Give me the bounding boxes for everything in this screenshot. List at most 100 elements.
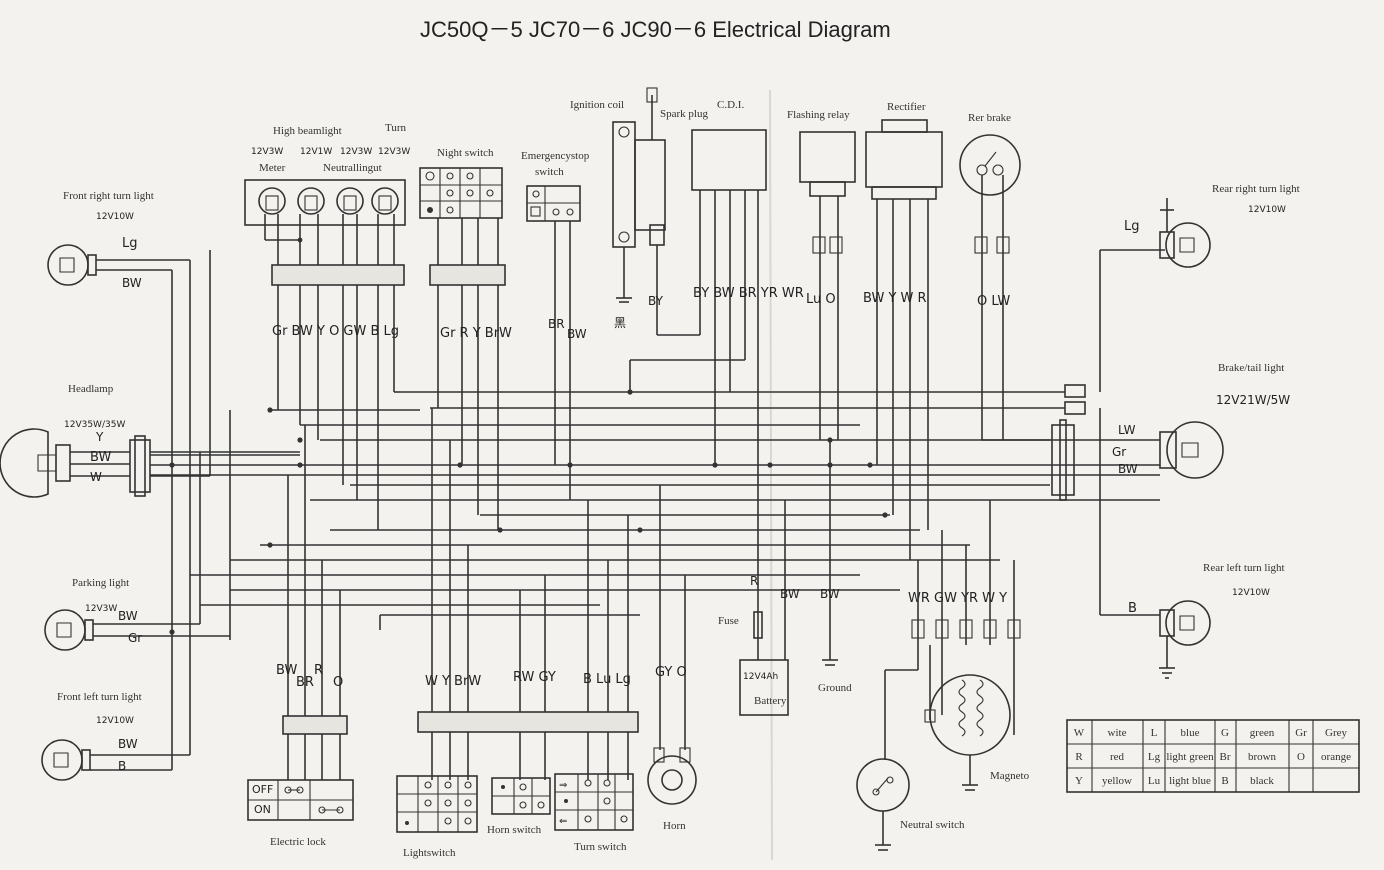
rear-right-turn-light: Rear right turn light 12V10W Lg xyxy=(1124,183,1300,268)
legend-cell: W xyxy=(1074,727,1085,739)
brake-tail-light: Brake/tail light 12V21W/5W LW Gr BW xyxy=(1051,362,1290,501)
wire-fuse-r: R xyxy=(750,574,758,588)
lock-wire-bw: BW xyxy=(276,663,297,678)
wire-rlt-b: B xyxy=(1128,601,1137,616)
magneto: WR GW YR W Y Magneto xyxy=(884,500,1030,791)
switch-wire-colors-2: RW GY xyxy=(513,670,556,685)
legend-cell: wite xyxy=(1108,727,1127,739)
wire-pk-bw: BW xyxy=(118,609,138,623)
lock-wire-o: O xyxy=(333,675,343,690)
cdi-label: C.D.I. xyxy=(717,99,744,111)
wire-btl-gr: Gr xyxy=(1112,445,1126,459)
parking-light-spec: 12V3W xyxy=(85,604,117,614)
cluster-wire-colors: Gr BW Y O GW B Lg xyxy=(272,324,399,339)
switch-connector xyxy=(417,711,639,733)
legend-cell: Gr xyxy=(1295,727,1307,739)
wire-btl-bw: BW xyxy=(1118,462,1138,476)
lock-on-label: ON xyxy=(254,803,271,816)
turn-switch-label: Turn switch xyxy=(574,841,627,853)
battery-circuit: Fuse R 12V4Ah Battery BW BW Ground xyxy=(718,440,852,716)
horn-label: Horn xyxy=(663,820,686,832)
emergency-stop-label-1: Emergencystop xyxy=(521,150,590,162)
neutral-spec: 12V3W xyxy=(340,147,372,157)
rear-left-turn-light-spec: 12V10W xyxy=(1232,588,1270,598)
parking-light: Parking light 12V3W BW Gr xyxy=(44,452,230,651)
headlamp-label: Headlamp xyxy=(68,383,114,395)
cdi-unit: C.D.I. BY BW BR YR WR xyxy=(629,99,804,500)
night-switch-connector xyxy=(429,264,506,286)
front-left-turn-light-label: Front left turn light xyxy=(57,691,142,703)
legend-cell: red xyxy=(1110,751,1125,763)
brake-wire-colors: O LW xyxy=(977,294,1010,309)
instrument-cluster: High beamlight Turn 12V3W 12V1W 12V3W 12… xyxy=(244,122,410,530)
rear-brake-switch: Rer brake O LW xyxy=(959,112,1050,441)
turn-right-arrow-icon: ⇒ xyxy=(559,780,567,791)
lock-wire-r: R xyxy=(314,663,323,678)
cdi-wire-colors: BY BW BR YR WR xyxy=(693,286,804,301)
parking-light-label: Parking light xyxy=(72,577,129,589)
wire-hl-bw: BW xyxy=(90,450,111,465)
neutral-switch-label: Neutral switch xyxy=(900,819,965,831)
relay-wire-colors: Lu O xyxy=(806,292,836,307)
legend-cell: green xyxy=(1250,727,1275,739)
neutral-switch: Neutral switch xyxy=(856,758,965,851)
ignition-coil: Ignition coil Spark plug 黑 BY xyxy=(570,87,708,336)
horn-switch-label: Horn switch xyxy=(487,824,542,836)
light-switch-label: Lightswitch xyxy=(403,847,456,859)
neutral-indicator-label: Neutrallingut xyxy=(323,162,382,174)
ignition-coil-label: Ignition coil xyxy=(570,99,624,111)
wire-estop-br: BR xyxy=(548,317,565,331)
turn-spec: 12V3W xyxy=(378,147,410,157)
wire-flt-bw: BW xyxy=(118,737,138,751)
lock-wire-br: BR xyxy=(296,675,314,690)
rectifier-wire-colors: BW Y W R xyxy=(863,291,927,306)
junction-dots xyxy=(169,389,888,635)
horn-wire-colors: GY O xyxy=(655,665,687,680)
rear-right-turn-light-spec: 12V10W xyxy=(1248,205,1286,215)
legend-cell: L xyxy=(1151,727,1158,739)
wire-flt-b: B xyxy=(118,759,126,773)
horn-switch: Horn switch xyxy=(487,777,551,836)
lock-connector xyxy=(282,715,348,735)
wire-rrt-lg: Lg xyxy=(1124,219,1140,234)
rear-left-turn-light-label: Rear left turn light xyxy=(1203,562,1285,574)
front-right-turn-light-label: Front right turn light xyxy=(63,190,154,202)
emergency-stop-label-2: switch xyxy=(535,166,564,178)
wire-gnd-bw: BW xyxy=(820,587,840,601)
legend-cell: Lg xyxy=(1148,751,1161,763)
magneto-label: Magneto xyxy=(990,770,1030,782)
legend-cell: G xyxy=(1221,727,1229,739)
wire-hl-y: Y xyxy=(95,430,104,444)
legend-cell: brown xyxy=(1248,751,1277,763)
electric-lock-label: Electric lock xyxy=(270,836,326,848)
legend-cell: Lu xyxy=(1148,775,1161,787)
handlebar-switches: W Y BrW RW GY B Lu Lg xyxy=(379,408,639,780)
wire-pk-gr: Gr xyxy=(128,631,142,645)
rectifier-label: Rectifier xyxy=(887,101,926,113)
battery-spec: 12V4Ah xyxy=(743,672,778,682)
magneto-wire-colors: WR GW YR W Y xyxy=(908,591,1007,606)
front-left-turn-light: Front left turn light 12V10W BW B xyxy=(41,691,190,781)
wire-btl-lw: LW xyxy=(1118,423,1136,437)
electric-lock: BW BR R O OFF ON Electric lock xyxy=(247,425,354,848)
turn-indicator-label: Turn xyxy=(385,122,406,134)
headlamp-spec: 12V35W/35W xyxy=(64,420,125,430)
cluster-connector xyxy=(271,264,405,286)
fuse-label: Fuse xyxy=(718,615,739,627)
brake-tail-light-label: Brake/tail light xyxy=(1218,362,1284,374)
night-switch-label: Night switch xyxy=(437,147,494,159)
legend-cell: orange xyxy=(1321,751,1351,763)
wire-ign-by: BY xyxy=(648,294,664,308)
legend-cell: yellow xyxy=(1102,775,1132,787)
legend-cell: light green xyxy=(1166,751,1214,763)
legend-cell: B xyxy=(1221,775,1228,787)
wire-frt-bw: BW xyxy=(122,276,142,290)
front-right-turn-light: Front right turn light 12V10W Lg BW xyxy=(47,190,191,770)
legend-cell: Br xyxy=(1220,751,1231,763)
wire-hl-w: W xyxy=(90,470,102,484)
wire-ign-bk: 黑 xyxy=(614,316,626,330)
battery-label: Battery xyxy=(754,695,787,707)
brake-tail-light-spec: 12V21W/5W xyxy=(1216,393,1290,407)
